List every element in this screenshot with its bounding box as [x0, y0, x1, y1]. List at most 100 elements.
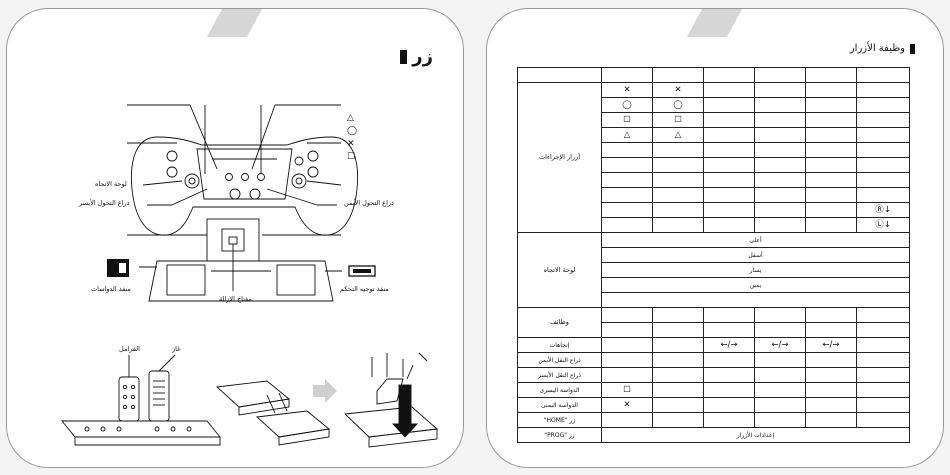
header-cell: [703, 67, 755, 83]
symbol-cell: [652, 382, 704, 398]
symbol-cell: [856, 82, 910, 98]
symbol-cell: [652, 352, 704, 368]
table-row: زر "PROG"إعدادات الأزرار: [517, 427, 910, 443]
empty-cell: [856, 322, 910, 338]
symbol-cell: [805, 97, 857, 113]
label-brake: الفرامل: [119, 345, 140, 353]
symbol-cell: [805, 202, 857, 218]
symbol-cell: [805, 142, 857, 158]
table-row: ☐☐: [518, 112, 910, 128]
symbol-cell: [805, 127, 857, 143]
label-gas: غاز: [172, 345, 181, 353]
symbol-cell: [703, 97, 755, 113]
symbol-cell: ☐: [601, 112, 653, 128]
table-row: [518, 187, 910, 203]
symbol-cell: [805, 82, 857, 98]
symbol-cell: Ⓡ↓: [856, 202, 910, 218]
label-dpad: لوحة الاتجاه: [95, 180, 127, 188]
dpad-direction-cell: أسفل: [601, 247, 910, 263]
symbol-cell: [856, 412, 910, 428]
symbol-cell: [856, 97, 910, 113]
group-label-dpad: لوحة الاتجاه: [517, 232, 602, 308]
symbol-cell: [652, 172, 704, 188]
symbol-cell: ←/→: [805, 337, 857, 353]
symbol-cell: [856, 397, 910, 413]
empty-cell: [703, 322, 755, 338]
symbol-cell: [805, 217, 857, 233]
label-console-port: منفذ توجيه التحكم: [340, 285, 389, 293]
row-label: إتجاهات: [517, 337, 602, 353]
symbol-cell: [652, 187, 704, 203]
symbol-cell: [601, 142, 653, 158]
symbol-cell: [754, 382, 806, 398]
symbol-cell: [856, 187, 910, 203]
symbol-cell: ☐: [601, 382, 653, 398]
table-row: ذراع النقل الأيمن: [517, 352, 910, 368]
square-icon: ☐: [347, 152, 356, 162]
header-cell: [754, 67, 806, 83]
empty-cell: [703, 307, 755, 323]
functions-label: وظائف: [517, 307, 602, 338]
symbol-cell: [754, 202, 806, 218]
symbol-cell: Ⓛ↓: [856, 217, 910, 233]
symbol-cell: [703, 172, 755, 188]
symbol-cell: [703, 217, 755, 233]
symbol-cell: [652, 412, 704, 428]
group-label-action-buttons: أزرار الإجراءات: [517, 82, 602, 233]
row-label: ذراع النقل الأيسر: [517, 367, 602, 383]
symbol-cell: [703, 127, 755, 143]
page-tab-marker: [207, 9, 263, 37]
symbol-cell: [856, 112, 910, 128]
symbol-cell: △: [601, 127, 653, 143]
symbol-cell: [601, 412, 653, 428]
dpad-direction-cell: يمين: [601, 277, 910, 293]
table-row: زر "HOME": [517, 412, 910, 428]
empty-cell: [754, 322, 806, 338]
page-tab-marker: [687, 9, 743, 37]
prog-value-cell: إعدادات الأزرار: [601, 427, 910, 443]
triangle-icon: △: [347, 113, 354, 123]
symbol-cell: [754, 352, 806, 368]
symbol-cell: ◯: [601, 97, 653, 113]
table-row: الدواسة اليمنى✕: [517, 397, 910, 413]
symbol-cell: [703, 157, 755, 173]
symbol-cell: [754, 217, 806, 233]
symbol-cell: [805, 157, 857, 173]
symbol-cell: [703, 187, 755, 203]
header-cell: [856, 67, 910, 83]
row-label: ذراع النقل الأيمن: [517, 352, 602, 368]
symbol-cell: [856, 367, 910, 383]
empty-cell: [805, 322, 857, 338]
empty-cell: [652, 307, 704, 323]
symbol-cell: [703, 82, 755, 98]
label-left-stick: ذراع التحول الأيسر: [79, 199, 130, 207]
symbol-cell: [652, 397, 704, 413]
symbol-cell: △: [652, 127, 704, 143]
empty-cell: [652, 322, 704, 338]
symbol-cell: [805, 412, 857, 428]
symbol-cell: ◯: [652, 97, 704, 113]
page-title: وظيفة الأزرار: [850, 43, 915, 54]
symbol-cell: ☐: [652, 112, 704, 128]
symbol-cell: ✕: [652, 82, 704, 98]
table-row: ذراع النقل الأيسر: [517, 367, 910, 383]
symbol-cell: ←/→: [703, 337, 755, 353]
page-title: زر: [400, 46, 433, 67]
header-cell: [601, 67, 653, 83]
symbol-cell: [805, 382, 857, 398]
symbol-cell: [652, 157, 704, 173]
symbol-cell: [754, 97, 806, 113]
symbol-cell: [805, 367, 857, 383]
table-row: [518, 322, 910, 338]
symbol-cell: [703, 352, 755, 368]
label-mode-switch: مفتاح الإزالة: [219, 295, 252, 303]
symbol-cell: [754, 172, 806, 188]
symbol-cell: [703, 397, 755, 413]
symbol-cell: [703, 142, 755, 158]
table-row: وظائف: [517, 307, 910, 338]
row-label-prog: زر "PROG": [517, 427, 602, 443]
symbol-cell: [805, 172, 857, 188]
symbol-cell: [754, 82, 806, 98]
title-text: زر: [412, 46, 433, 67]
